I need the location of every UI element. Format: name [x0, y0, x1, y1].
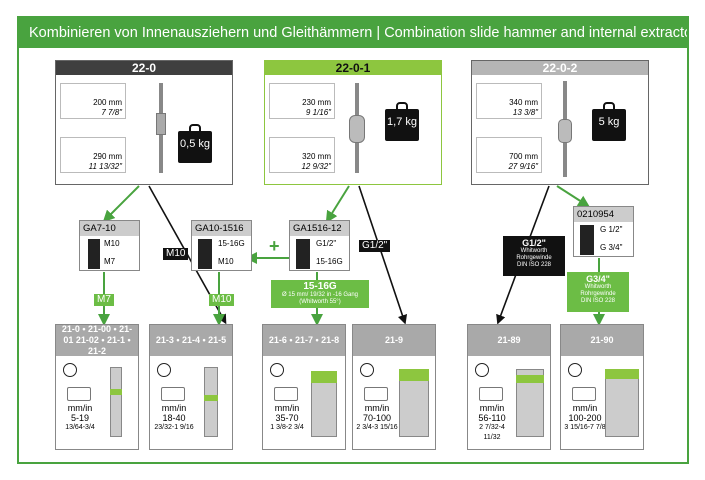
unit-label: mm/in: [572, 403, 598, 413]
thread-spec-g12: G1/2" Whitworth Rohrgewinde DIN ISO 228: [503, 236, 565, 276]
slot-symbol-icon: [157, 363, 171, 377]
range-mm: 5-19: [70, 413, 89, 423]
unit-label: mm/in: [161, 403, 187, 413]
adapter-top-thread: 15-16G: [218, 239, 245, 248]
top-box-code: 22-0: [56, 61, 232, 75]
extractor-box-21-0: 21-0 • 21-00 • 21-01 21-02 • 21-1 • 21-2…: [55, 324, 139, 450]
range-inch: 13/64-3/4: [65, 424, 95, 431]
extractor-codes: 21-90: [561, 325, 643, 356]
extractor-codes: 21-6 • 21-7 • 21-8: [263, 325, 345, 356]
extractor-box-21-6: 21-6 • 21-7 • 21-8 mm/in 35-70 1 3/8-2 3…: [262, 324, 346, 450]
range-mm: 18-40: [162, 413, 186, 423]
adapter-0210954: 0210954 G 1/2" G 3/4": [573, 206, 634, 257]
range-mm: 56-110: [478, 413, 506, 423]
plus-icon: +: [269, 236, 280, 256]
unit-label: mm/in: [364, 403, 390, 413]
slide-hammer-image: [156, 83, 166, 178]
arrow-22-0-1-to-21-9: [358, 185, 408, 325]
thread-tag-m10: M10: [163, 248, 189, 260]
extractor-codes: 21-0 • 21-00 • 21-01 21-02 • 21-1 • 21-2: [56, 324, 138, 356]
range-inch: 23/32-1 9/16: [154, 424, 194, 431]
thread-tag-g12: G1/2": [359, 240, 391, 252]
slide-hammer-image: [349, 83, 365, 178]
adapter-ga1516-12: GA1516-12 G1/2" 15-16G: [289, 220, 350, 271]
adapter-code: 0210954: [574, 207, 633, 222]
bearing-icon: [161, 387, 185, 401]
slot-symbol-icon: [63, 363, 77, 377]
adapter-bottom-thread: G 3/4": [600, 243, 623, 252]
top-box-code: 22-0-2: [472, 61, 648, 75]
adapter-code: GA7-10: [80, 221, 139, 236]
range-mm: 100-200: [568, 413, 602, 423]
three-jaw-symbol-icon: [568, 363, 582, 377]
range-inch: 1 3/8-2 3/4: [270, 424, 304, 431]
bearing-icon: [274, 387, 298, 401]
extractor-box-21-89: 21-89 mm/in 56-110 2 7/32-4 11/32: [467, 324, 551, 450]
weight-icon: 0,5 kg: [178, 124, 212, 163]
range-inch: 3 15/16-7 7/8: [564, 424, 606, 431]
three-jaw-symbol-icon: [475, 363, 489, 377]
weight-icon: 5 kg: [592, 102, 626, 141]
top-box-code: 22-0-1: [265, 61, 441, 75]
slot-symbol-icon: [270, 363, 284, 377]
range-mm: 35-70: [275, 413, 299, 423]
range-inch: 2 3/4-3 15/16: [356, 424, 398, 431]
adapter-code: GA1516-12: [290, 221, 349, 236]
extractor-codes: 21-89: [468, 325, 550, 356]
bearing-icon: [572, 387, 596, 401]
extractor-image: [204, 367, 218, 437]
arrow-22-0-2-to-0210954: [556, 185, 591, 208]
thread-spec-15-16g: 15-16G Ø 15 mm/ 19/32 in -16 Gang (Whitw…: [271, 280, 369, 308]
weight-icon: 1,7 kg: [385, 102, 419, 141]
extractor-image: [110, 367, 122, 437]
adapter-bottom-thread: M10: [218, 257, 234, 266]
adapter-ga10-1516: GA10-1516 15-16G M10: [191, 220, 252, 271]
unit-label: mm/in: [67, 403, 93, 413]
unit-label: mm/in: [274, 403, 300, 413]
adapter-ga7-10: GA7-10 M10 M7: [79, 220, 140, 271]
extractor-box-21-3: 21-3 • 21-4 • 21-5 mm/in 18-40 23/32-1 9…: [149, 324, 233, 450]
unit-label: mm/in: [479, 403, 505, 413]
adapter-top-thread: M10: [104, 239, 120, 248]
arrow-22-0-1-to-ga1516: [325, 185, 350, 224]
adapter-bottom-thread: M7: [104, 257, 116, 266]
adapter-code: GA10-1516: [192, 221, 251, 236]
extractor-box-21-9: 21-9 mm/in 70-100 2 3/4-3 15/16: [352, 324, 436, 450]
slide-hammer-image: [558, 81, 572, 181]
thread-tag-m7: M7: [94, 294, 114, 306]
adapter-bottom-thread: 15-16G: [316, 257, 343, 266]
bearing-icon: [479, 387, 503, 401]
arrow-22-0-to-ga7: [102, 185, 140, 223]
extractor-image: [605, 369, 639, 437]
thread-tag-m10-green: M10: [209, 294, 235, 306]
slot-symbol-icon: [360, 363, 374, 377]
page-title: Kombinieren von Innenausziehern und Glei…: [19, 18, 687, 48]
diagram-frame: Kombinieren von Innenausziehern und Glei…: [17, 16, 689, 464]
extractor-box-21-90: 21-90 mm/in 100-200 3 15/16-7 7/8: [560, 324, 644, 450]
range-mm: 70-100: [362, 413, 392, 423]
adapter-top-thread: G1/2": [316, 239, 337, 248]
extractor-codes: 21-9: [353, 325, 435, 356]
range-inch: 2 7/32-4 11/32: [479, 424, 505, 441]
bearing-icon: [67, 387, 91, 401]
adapter-top-thread: G 1/2": [600, 225, 623, 234]
bearing-icon: [364, 387, 388, 401]
extractor-codes: 21-3 • 21-4 • 21-5: [150, 325, 232, 356]
thread-spec-g34: G3/4" Whitworth Rohrgewinde DIN ISO 228: [567, 272, 629, 312]
